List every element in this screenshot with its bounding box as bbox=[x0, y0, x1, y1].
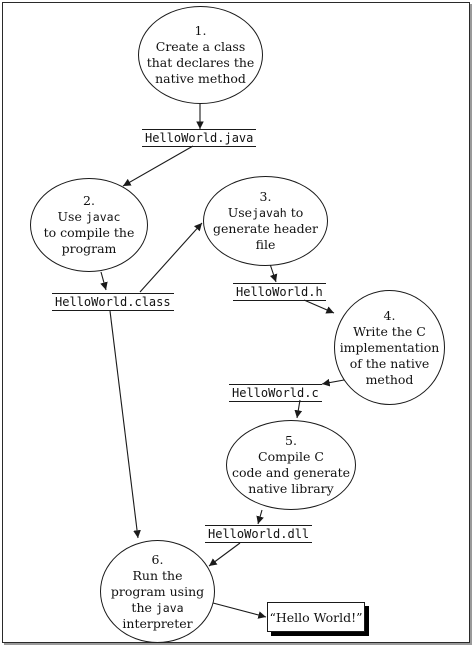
step-5-line-2: code and generate bbox=[231, 465, 351, 480]
step-1-line-1: Create a class bbox=[155, 39, 246, 54]
arrow-step3-to-h bbox=[269, 263, 278, 283]
arrow-java-to-step2 bbox=[122, 145, 194, 187]
step-4-line-2: implementation bbox=[339, 339, 440, 355]
step-2-line-3: program bbox=[61, 241, 117, 256]
step-6-line-1: Run the bbox=[132, 567, 183, 583]
file-helloworld-class: HelloWorld.class bbox=[52, 293, 174, 311]
step-4-node: 4. Write the C implementation of the nat… bbox=[334, 290, 445, 405]
step-3-line-1: Usejavah to bbox=[227, 205, 304, 220]
step-6-line-2: program using bbox=[110, 583, 205, 599]
arrow-dll-to-step6 bbox=[208, 542, 241, 567]
file-helloworld-h: HelloWorld.h bbox=[233, 283, 326, 301]
file-helloworld-c: HelloWorld.c bbox=[229, 384, 322, 402]
step-3-line-3: file bbox=[255, 237, 276, 252]
arrow-step2-to-class bbox=[100, 271, 108, 291]
arrow-c-to-step5 bbox=[294, 399, 303, 419]
javah-command: javah bbox=[252, 206, 287, 220]
step-2-number: 2. bbox=[83, 193, 95, 208]
step-2-line-1: Use javac bbox=[57, 209, 121, 224]
arrow-step6-to-output bbox=[212, 602, 267, 619]
step-4-number: 4. bbox=[383, 307, 396, 323]
step-2-node: 2. Use javac to compile the program bbox=[30, 178, 148, 272]
arrow-step5-to-dll bbox=[256, 509, 264, 525]
step-3-node: 3. Usejavah to generate header file bbox=[203, 176, 328, 266]
file-helloworld-dll: HelloWorld.dll bbox=[205, 525, 313, 543]
step-1-line-2: that declares the bbox=[146, 55, 255, 70]
step-5-node: 5. Compile C code and generate native li… bbox=[226, 420, 356, 510]
step-5-line-3: native library bbox=[248, 481, 334, 496]
javac-command: javac bbox=[85, 210, 121, 224]
step-6-node: 6. Run the program using the java interp… bbox=[100, 540, 215, 643]
step-1-node: 1. Create a class that declares the nati… bbox=[138, 6, 263, 104]
step-6-line-4: interpreter bbox=[122, 615, 193, 631]
step-6-line-3: the java bbox=[131, 599, 184, 615]
output-text: “Hello World!” bbox=[269, 609, 363, 625]
step-4-line-1: Write the C bbox=[353, 323, 426, 339]
arrow-class-to-step6 bbox=[109, 310, 141, 539]
step-5-number: 5. bbox=[285, 433, 297, 448]
step-4-line-4: method bbox=[365, 371, 414, 387]
arrow-h-to-step4 bbox=[303, 299, 335, 314]
file-helloworld-java: HelloWorld.java bbox=[142, 129, 257, 147]
step-6-number: 6. bbox=[151, 551, 164, 567]
step-4-line-3: of the native bbox=[349, 355, 430, 371]
image-frame bbox=[2, 2, 470, 643]
step-1-number: 1. bbox=[194, 23, 207, 38]
step-3-line-2: generate header bbox=[213, 221, 318, 236]
step-1-line-3: native method bbox=[155, 71, 246, 86]
arrow-step4-to-c bbox=[321, 378, 345, 387]
step-3-number: 3. bbox=[259, 189, 272, 204]
step-2-line-2: to compile the bbox=[43, 225, 135, 240]
step-5-line-1: Compile C bbox=[258, 449, 324, 464]
java-command: java bbox=[155, 600, 184, 615]
arrow-class-to-step3 bbox=[139, 222, 203, 293]
output-box: “Hello World!” bbox=[267, 602, 365, 632]
